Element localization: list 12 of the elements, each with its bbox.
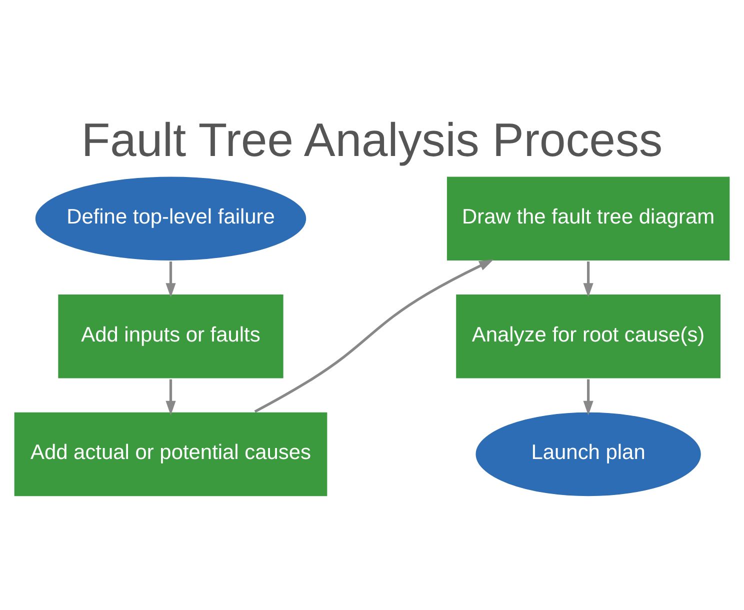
arrow (583, 379, 594, 416)
arrow (166, 379, 176, 416)
node-ellipse: Define top-level failure (34, 175, 308, 262)
arrow (166, 262, 176, 298)
node-box: Add actual or potential causes (13, 411, 328, 498)
diagram-title: Fault Tree Analysis Process (81, 113, 663, 166)
arrow (254, 259, 494, 413)
arrow (583, 262, 594, 298)
node-box: Add inputs or faults (56, 293, 285, 380)
node-box: Analyze for root cause(s) (454, 293, 722, 380)
node-ellipse: Launch plan (474, 411, 702, 498)
node-box: Draw the fault tree diagram (446, 175, 731, 262)
